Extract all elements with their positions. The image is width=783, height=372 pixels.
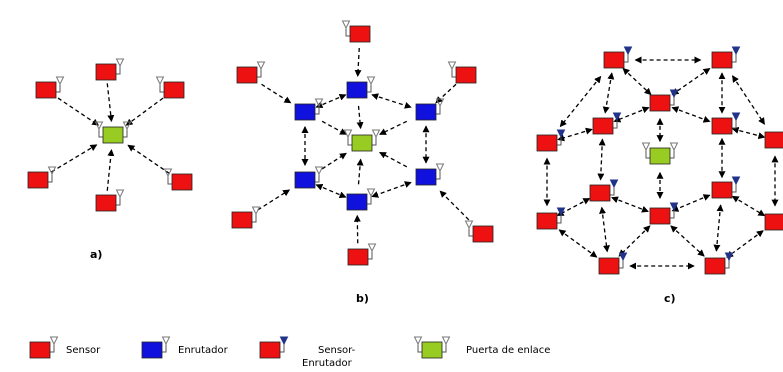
- b-router-1: [346, 76, 376, 99]
- c-mesh-link-26: [713, 204, 724, 252]
- c-sensor-router-4: [592, 112, 622, 135]
- b-sensor-6: [347, 243, 377, 266]
- c-mesh-link-7: [671, 68, 711, 95]
- b-router-gateway-link-3: [379, 120, 408, 135]
- label-b: b): [356, 292, 369, 305]
- b-sensor-link-3: [435, 83, 457, 104]
- a-link-2: [106, 83, 115, 123]
- c-mesh-link-25: [599, 206, 610, 253]
- legend-gateway-label: Puerta de enlace: [466, 345, 551, 356]
- c-gateway: [641, 142, 679, 165]
- b-router-4: [294, 166, 324, 189]
- a-sensor-1: [35, 76, 65, 99]
- label-c: c): [664, 292, 676, 305]
- c-sensor-router-12: [649, 202, 679, 225]
- c-mesh-link-9: [671, 106, 711, 123]
- c-sensor-router-3: [649, 89, 679, 112]
- c-mesh-link-2: [559, 75, 602, 128]
- c-mesh-link-20: [558, 229, 598, 258]
- c-mesh-link-24: [670, 225, 705, 257]
- a-sensor-2: [95, 58, 125, 81]
- legend-sensor-symbol: [29, 336, 59, 359]
- b-router-gateway-link-4: [321, 152, 347, 170]
- b-sensor-1: [341, 20, 371, 43]
- a-sensor-5: [95, 189, 125, 212]
- b-router-6: [346, 188, 376, 211]
- b-router-gateway-link-1: [356, 105, 364, 130]
- c-sensor-router-14: [704, 252, 734, 275]
- a-link-4: [51, 144, 98, 173]
- c-sensor-router-13: [598, 252, 628, 275]
- legend-router-symbol: [141, 336, 171, 359]
- a-sensor-4: [27, 166, 57, 189]
- c-mesh-link-3: [732, 75, 765, 125]
- legend-sensor-router-symbol: [259, 336, 289, 359]
- c-mesh-link-6: [622, 67, 652, 96]
- legend-gateway-symbol: [413, 336, 451, 359]
- links-layer: [51, 47, 779, 270]
- b-gateway: [343, 129, 381, 152]
- b-router-link-1: [315, 93, 347, 109]
- c-sensor-router-11: [764, 213, 783, 231]
- a-sensor-3: [155, 76, 185, 99]
- legend-sensor-router-label-1: Sensor-: [318, 345, 356, 356]
- c-sensor-router-7: [764, 131, 783, 149]
- legend-sensor-label: Sensor: [66, 345, 101, 356]
- c-mesh-link-18: [611, 196, 649, 213]
- c-sensor-router-6: [536, 129, 566, 152]
- b-sensor-link-1: [354, 47, 362, 77]
- nodes-layer: [27, 20, 783, 359]
- legend-router-label: Enrutador: [178, 345, 228, 356]
- b-sensor-link-6: [353, 214, 361, 244]
- a-link-1: [57, 97, 100, 126]
- legend-sensor-router-label-2: Enrutador: [302, 358, 352, 369]
- b-router-3: [415, 98, 445, 121]
- c-sensor-router-8: [589, 179, 619, 202]
- b-router-link-2: [371, 93, 412, 109]
- b-router-5: [415, 163, 445, 186]
- c-mesh-link-17: [731, 195, 766, 217]
- b-sensor-3: [447, 61, 477, 84]
- b-sensor-link-5: [439, 190, 470, 221]
- a-sensor-6: [163, 168, 193, 191]
- c-sensor-router-10: [536, 207, 566, 230]
- b-sensor-5: [464, 220, 494, 243]
- c-mesh-link-12: [597, 138, 606, 181]
- b-router-gateway-link-6: [356, 158, 364, 185]
- b-router-2: [294, 98, 324, 121]
- c-mesh-link-8: [613, 106, 650, 123]
- a-link-3: [125, 97, 164, 126]
- b-sensor-link-4: [257, 189, 291, 211]
- c-sensor-router-1: [603, 46, 633, 69]
- c-sensor-router-5: [711, 112, 741, 135]
- b-sensor-2: [236, 61, 266, 84]
- c-mesh-link-4: [602, 72, 615, 114]
- c-mesh-link-10: [557, 127, 593, 142]
- c-mesh-link-23: [618, 225, 651, 257]
- a-gateway: [94, 121, 132, 144]
- b-router-link-5: [315, 183, 347, 199]
- a-link-6: [127, 144, 170, 175]
- c-mesh-link-16: [556, 198, 591, 216]
- b-sensor-link-2: [261, 83, 292, 104]
- b-router-gateway-link-2: [321, 120, 347, 135]
- c-mesh-link-11: [731, 126, 766, 140]
- b-router-link-6: [371, 181, 412, 198]
- b-sensor-4: [231, 206, 261, 229]
- b-router-gateway-link-5: [379, 151, 408, 168]
- c-sensor-router-9: [711, 176, 741, 199]
- label-a: a): [90, 248, 103, 261]
- a-link-5: [106, 148, 115, 191]
- c-sensor-router-2: [711, 46, 741, 69]
